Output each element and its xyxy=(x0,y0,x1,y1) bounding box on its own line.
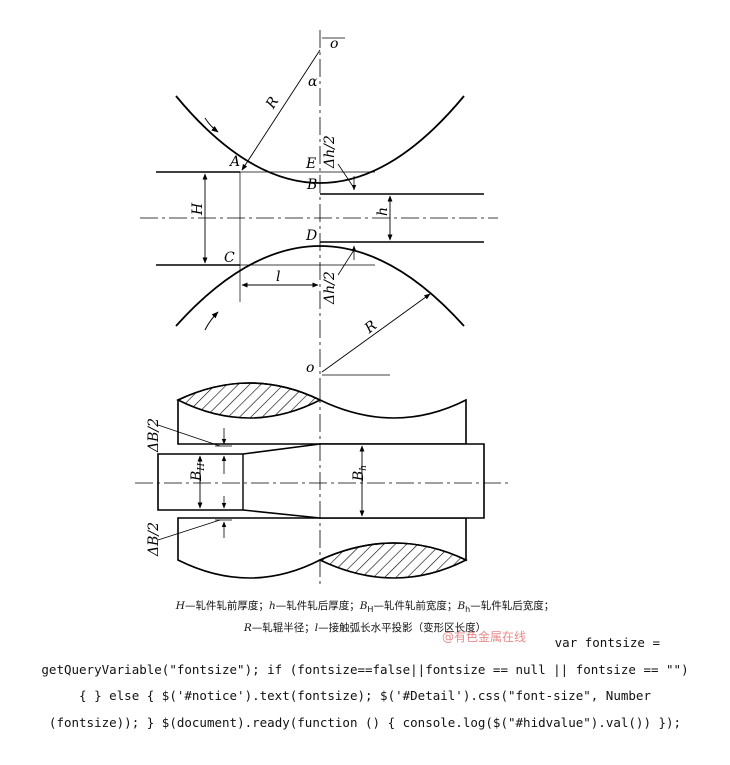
label-D: D xyxy=(305,228,317,244)
label-Bh: Bh xyxy=(351,465,369,482)
label-C: C xyxy=(224,250,235,266)
watermark: @有色金属在线 xyxy=(442,630,527,644)
code-line: getQueryVariable("fontsize"); if (fontsi… xyxy=(41,661,689,677)
caption-term: Bh—轧件轧后宽度； xyxy=(457,600,555,615)
label-o-top: o xyxy=(330,36,338,52)
upper-roll-arc xyxy=(175,95,465,184)
caption-term: h—轧件轧后厚度； xyxy=(268,600,360,612)
label-BH: BH xyxy=(189,463,207,482)
caption-line-2: R—轧辊半径；l—接触弧长水平投影（变形区长度） xyxy=(0,620,730,635)
label-E: E xyxy=(305,156,316,172)
lower-roll-arc xyxy=(175,245,465,327)
rotation-arrow-top xyxy=(204,117,219,133)
radius-top xyxy=(241,49,321,171)
caption-term: l—接触弧长水平投影（变形区长度） xyxy=(314,622,487,634)
plan-lower-hatch xyxy=(318,542,468,579)
caption-term: R—轧辊半径； xyxy=(243,622,315,634)
rolling-deformation-diagram: o α R A E B Δh/2 H h D C l Δh/2 R o ΔB/2… xyxy=(135,30,510,585)
label-R-top: R xyxy=(263,94,283,113)
label-dh2-bottom: Δh/2 xyxy=(322,271,338,305)
code-line: (fontsize)); } $(document).ready(functio… xyxy=(48,714,682,730)
caption-term: H—轧件轧前厚度； xyxy=(175,600,269,612)
code-line: var fontsize = xyxy=(554,635,660,650)
label-dh2-top: Δh/2 xyxy=(322,135,338,169)
label-R-bottom: R xyxy=(361,317,380,337)
plan-strip xyxy=(157,443,485,519)
radius-bottom xyxy=(321,293,431,373)
label-l: l xyxy=(276,269,280,285)
label-h: h xyxy=(375,207,391,216)
caption-line-1: H—轧件轧前厚度；h—轧件轧后厚度；BH—轧件轧前宽度；Bh—轧件轧后宽度； xyxy=(0,598,730,614)
label-H: H xyxy=(190,202,206,216)
code-line: { } else { $('#notice').text(fontsize); … xyxy=(79,688,651,703)
label-A: A xyxy=(228,154,240,170)
code-text: var fontsize = getQueryVariable("fontsiz… xyxy=(10,630,720,736)
label-dB2-top: ΔB/2 xyxy=(146,418,162,453)
label-B: B xyxy=(306,177,317,193)
caption-term: BH—轧件轧前宽度； xyxy=(359,600,458,615)
label-dB2-bottom: ΔB/2 xyxy=(146,522,162,557)
plan-upper-hatch xyxy=(176,382,322,419)
label-o-bottom: o xyxy=(306,360,314,376)
rotation-arrow-bottom xyxy=(204,311,219,331)
label-alpha: α xyxy=(308,74,318,90)
